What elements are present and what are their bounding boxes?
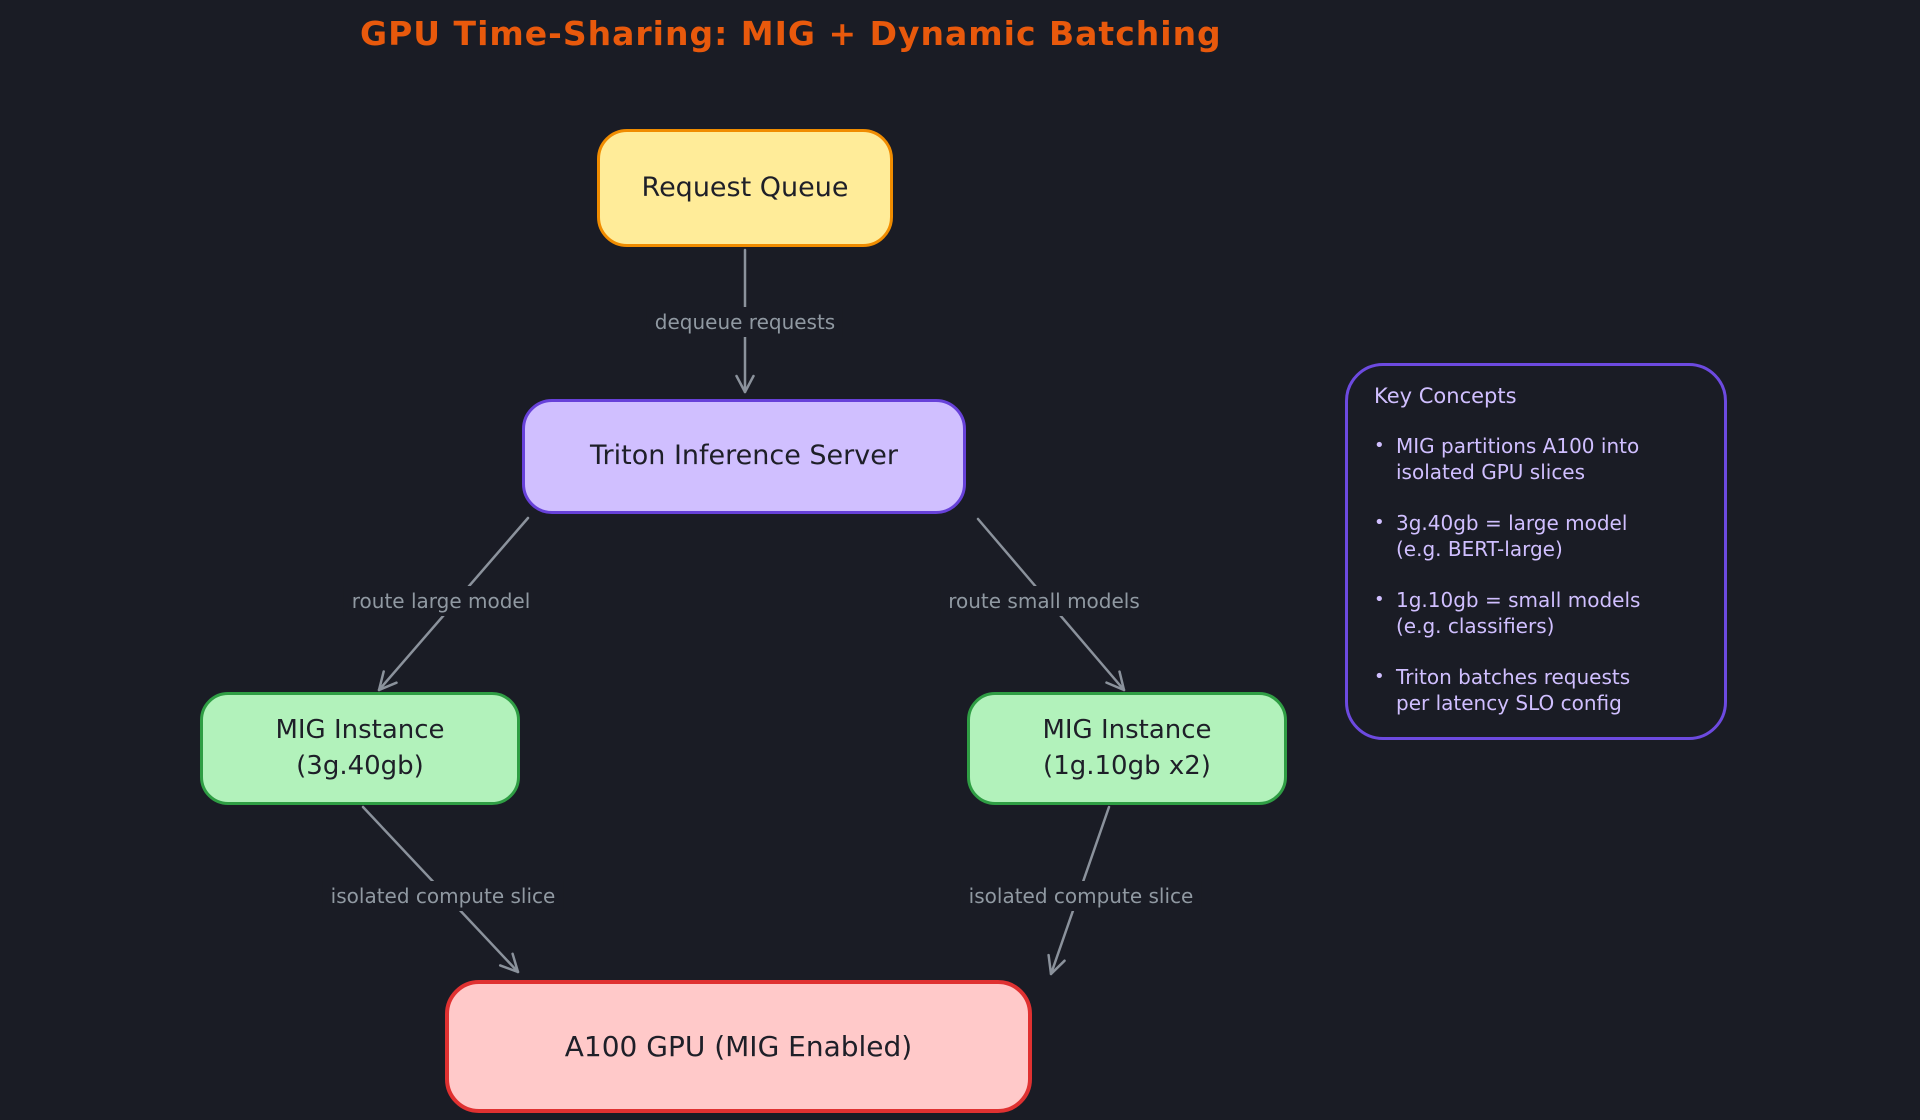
edge-label-isolated-compute-slice-left: isolated compute slice bbox=[322, 881, 564, 911]
node-mig-instance-small: MIG Instance (1g.10gb x2) bbox=[967, 692, 1287, 805]
key-concepts-bullet-2-text: 3g.40gb = large model (e.g. BERT-large) bbox=[1396, 511, 1628, 561]
node-mig-large-label: MIG Instance (3g.40gb) bbox=[275, 715, 445, 781]
edge-label-route-small-models: route small models bbox=[940, 586, 1148, 616]
node-a100-label: A100 GPU (MIG Enabled) bbox=[564, 1029, 913, 1063]
key-concepts-bullet-4-text: Triton batches requests per latency SLO … bbox=[1396, 665, 1631, 715]
key-concepts-bullet-2: • 3g.40gb = large model (e.g. BERT-large… bbox=[1374, 510, 1700, 562]
node-triton-inference-server: Triton Inference Server bbox=[522, 399, 966, 514]
bullet-marker: • bbox=[1374, 589, 1385, 610]
edge-label-dequeue-requests: dequeue requests bbox=[646, 307, 844, 337]
edge-label-isolated-compute-slice-right: isolated compute slice bbox=[960, 881, 1202, 911]
bullet-marker: • bbox=[1374, 512, 1385, 533]
key-concepts-title: Key Concepts bbox=[1374, 384, 1517, 408]
node-request-queue-label: Request Queue bbox=[641, 171, 849, 203]
key-concepts-bullet-1-text: MIG partitions A100 into isolated GPU sl… bbox=[1396, 434, 1640, 484]
node-a100-gpu: A100 GPU (MIG Enabled) bbox=[445, 980, 1032, 1113]
key-concepts-panel: Key Concepts • MIG partitions A100 into … bbox=[1345, 363, 1727, 740]
key-concepts-bullet-3: • 1g.10gb = small models (e.g. classifie… bbox=[1374, 587, 1700, 639]
node-mig-small-label: MIG Instance (1g.10gb x2) bbox=[1042, 715, 1212, 781]
diagram-title: GPU Time-Sharing: MIG + Dynamic Batching bbox=[360, 14, 1222, 53]
bullet-marker: • bbox=[1374, 666, 1385, 687]
edge-label-route-large-model: route large model bbox=[343, 586, 539, 616]
node-request-queue: Request Queue bbox=[597, 129, 893, 247]
node-triton-label: Triton Inference Server bbox=[590, 440, 898, 472]
key-concepts-bullet-1: • MIG partitions A100 into isolated GPU … bbox=[1374, 433, 1700, 485]
key-concepts-bullet-3-text: 1g.10gb = small models (e.g. classifiers… bbox=[1396, 588, 1641, 638]
key-concepts-bullet-4: • Triton batches requests per latency SL… bbox=[1374, 664, 1700, 716]
node-mig-instance-large: MIG Instance (3g.40gb) bbox=[200, 692, 520, 805]
bullet-marker: • bbox=[1374, 435, 1385, 456]
